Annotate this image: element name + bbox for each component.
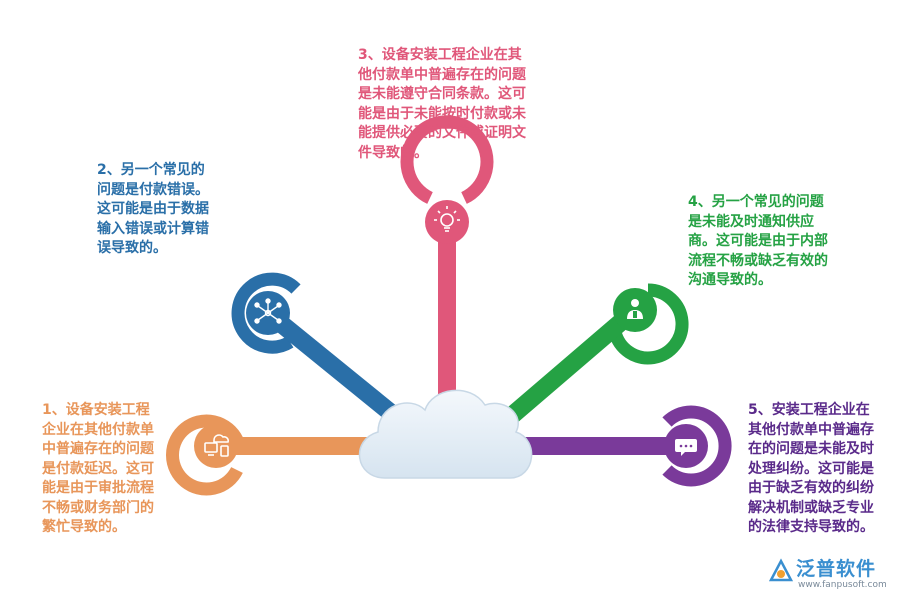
cloud-devices-icon [204, 434, 229, 457]
cloud-icon [358, 389, 533, 479]
lightbulb-icon [434, 206, 460, 232]
spoke-2 [231, 272, 418, 437]
network-icon [254, 298, 282, 324]
spoke-1 [166, 414, 380, 496]
spoke-3 [400, 115, 494, 408]
chat-icon [675, 439, 697, 456]
logo: 泛普软件 www.fanpusoft.com [768, 554, 892, 594]
person-icon [627, 299, 643, 319]
logo-name: 泛普软件 [796, 558, 877, 580]
spoke-4 [489, 283, 689, 437]
item-5-text: 5、安装工程企业在其他付款单中普遍存在的问题是未能及时处理纠纷。这可能是由于缺乏… [748, 402, 874, 535]
item-2-text: 2、另一个常见的问题是付款错误。这可能是由于数据输入错误或计算错误导致的。 [97, 162, 209, 256]
logo-url: www.fanpusoft.com [798, 580, 887, 590]
item-3-text: 3、设备安装工程企业在其他付款单中普遍存在的问题是未能遵守合同条款。这可能是由于… [358, 47, 526, 161]
item-1-text: 1、设备安装工程企业在其他付款单中普遍存在的问题是付款延迟。这可能是由于审批流程… [42, 402, 154, 535]
item-4-text: 4、另一个常见的问题是未能及时通知供应商。这可能是由于内部流程不畅或缺乏有效的沟… [688, 194, 828, 288]
logo-mark-icon [768, 558, 794, 582]
